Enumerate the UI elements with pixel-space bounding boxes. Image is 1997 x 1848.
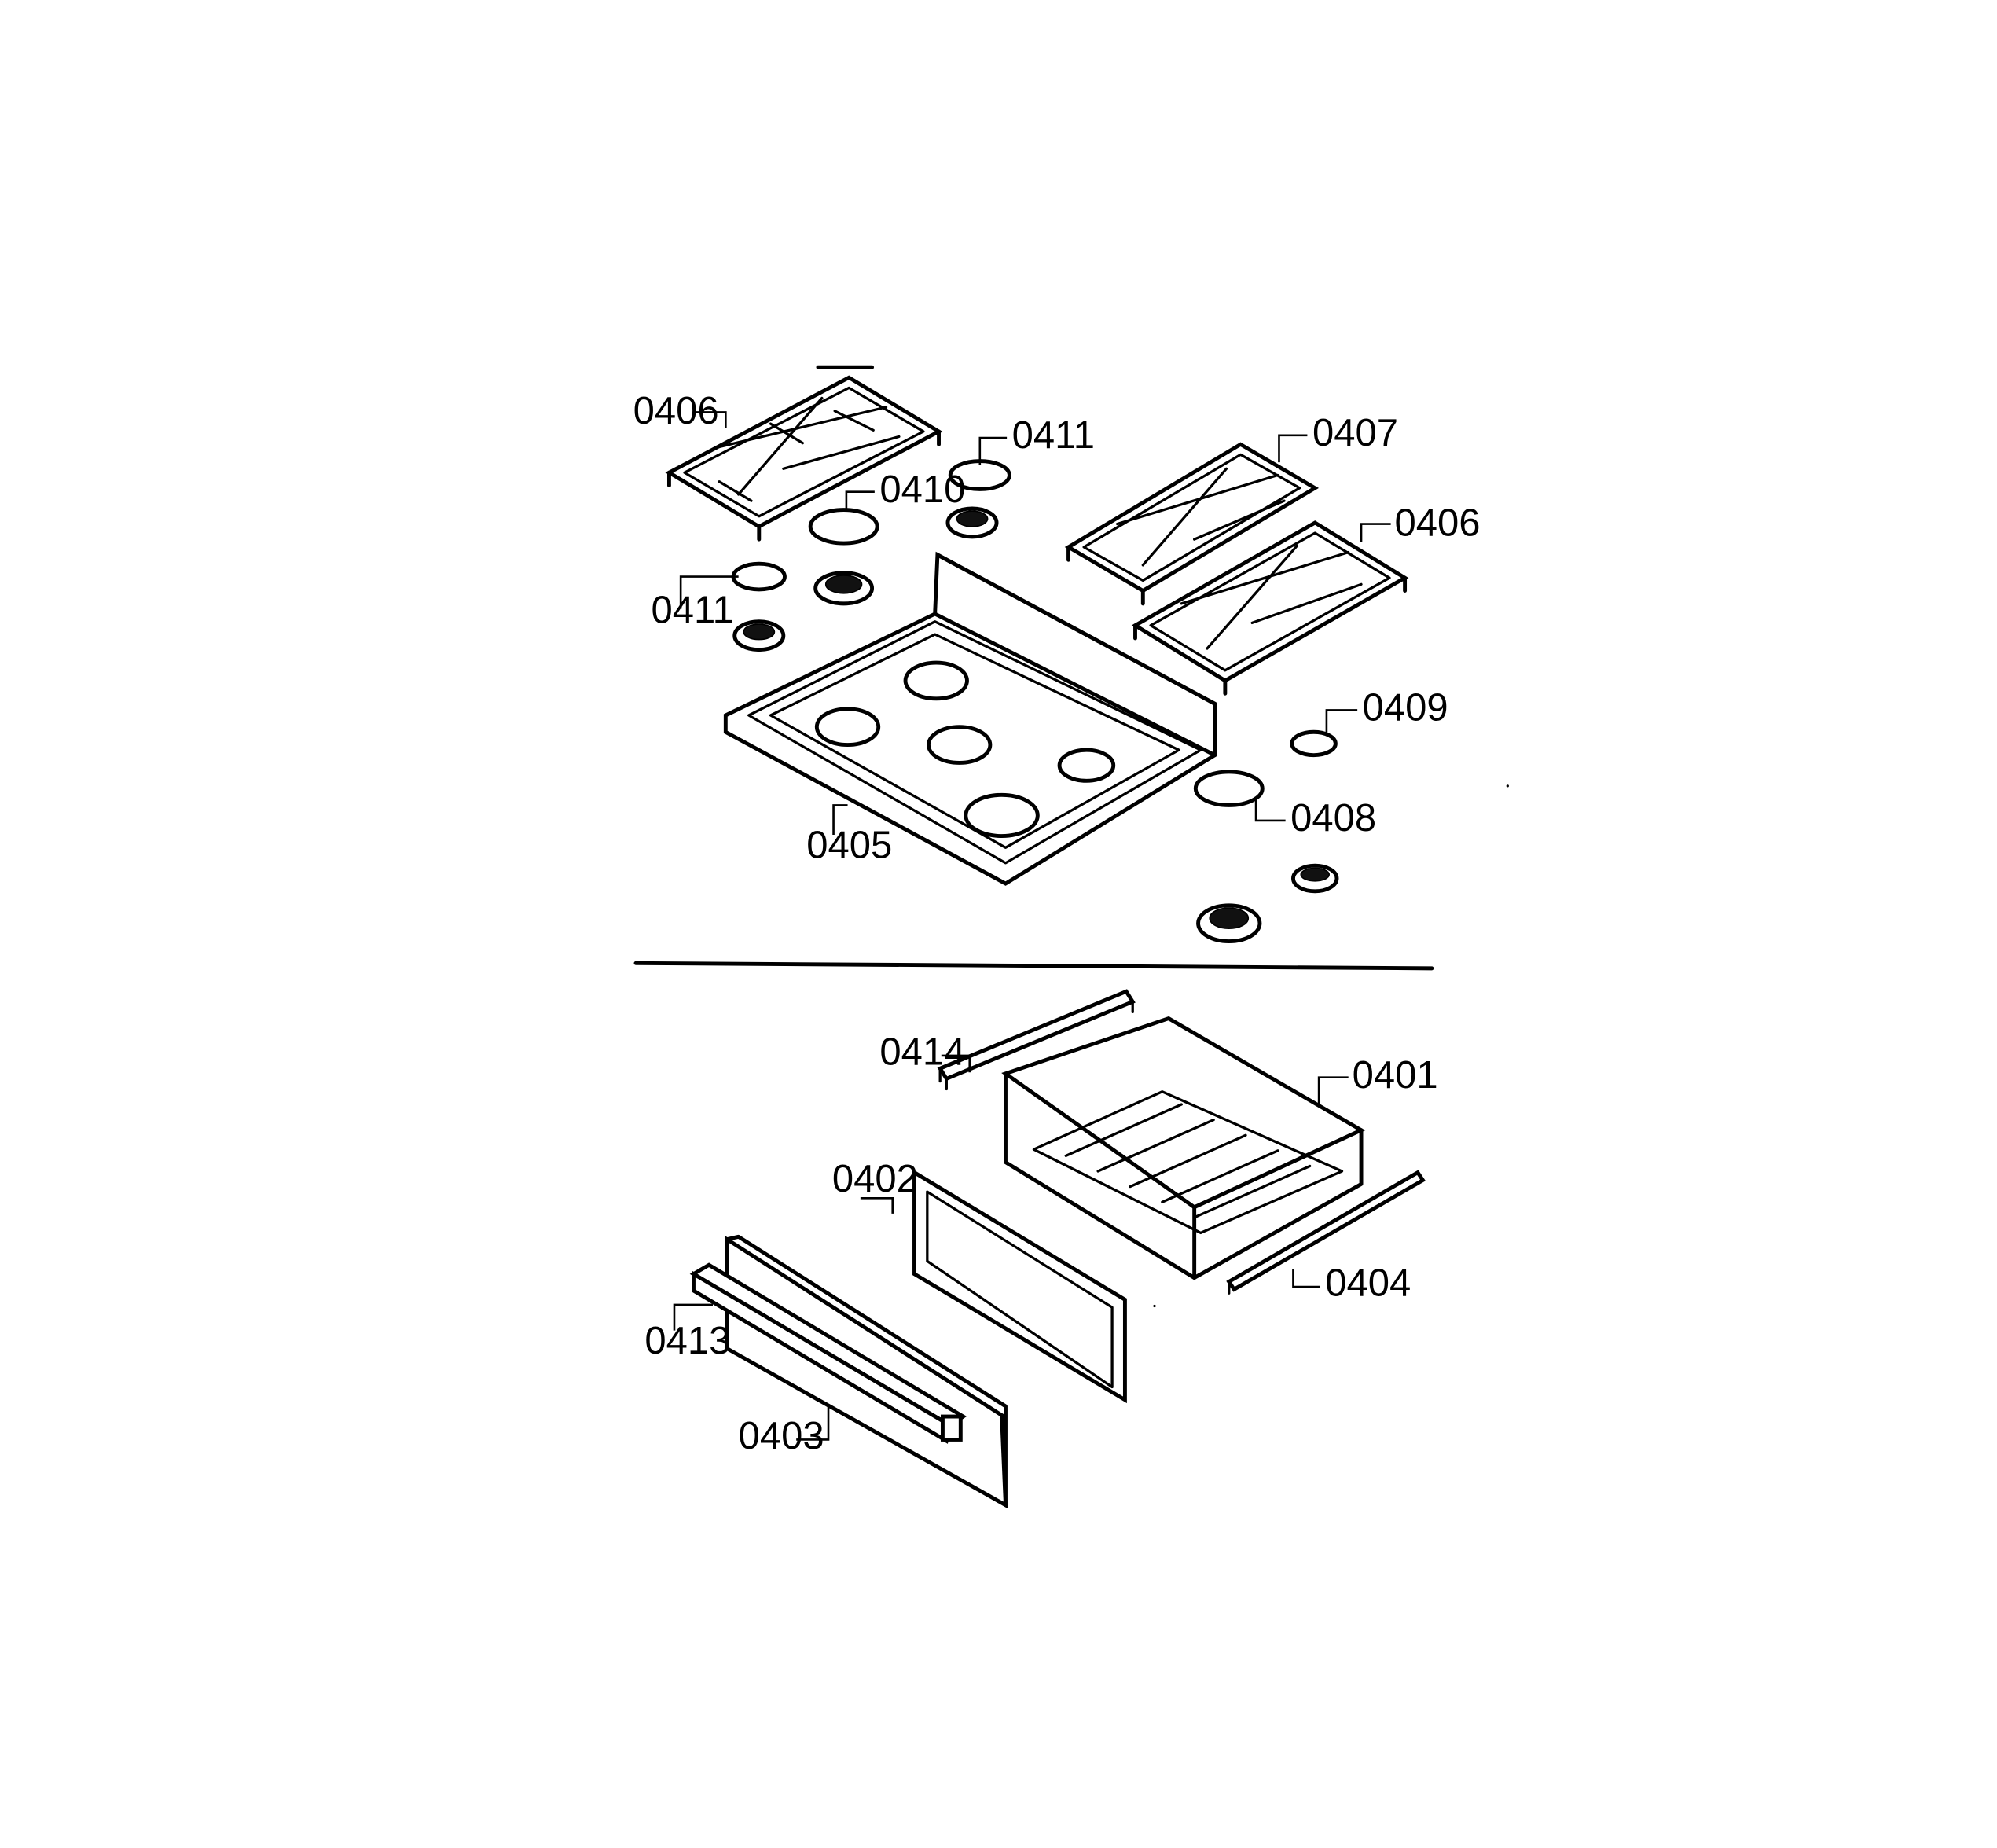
callout-0406-top-left: 0406 xyxy=(633,390,719,432)
cap-0408 xyxy=(1193,770,1265,807)
callout-0414: 0414 xyxy=(879,1031,965,1073)
callout-0406-right: 0406 xyxy=(1395,501,1481,544)
callout-0403: 0403 xyxy=(739,1415,824,1457)
callout-0404: 0404 xyxy=(1325,1262,1411,1304)
burner-base-2 xyxy=(813,571,875,606)
scan-dot xyxy=(1506,784,1509,788)
cooktop-0405 xyxy=(723,551,1217,886)
callout-0405: 0405 xyxy=(806,824,892,866)
handle-0413 xyxy=(689,1262,967,1444)
callout-0411-top: 0411 xyxy=(1012,414,1095,457)
rail-0404 xyxy=(1226,1170,1426,1295)
callout-0409: 0409 xyxy=(1363,687,1448,729)
frame-0402 xyxy=(912,1169,1127,1404)
burner-base-1 xyxy=(945,506,999,539)
callout-0411-left: 0411 xyxy=(652,589,734,631)
burner-base-5 xyxy=(1196,903,1262,944)
callout-0410: 0410 xyxy=(879,468,965,511)
burner-base-4 xyxy=(1291,863,1339,894)
cap-0409 xyxy=(1290,729,1338,758)
grate-0406-right xyxy=(1131,520,1409,696)
grate-0407 xyxy=(1064,442,1320,606)
callout-0413: 0413 xyxy=(644,1320,730,1362)
callout-0407: 0407 xyxy=(1312,412,1398,454)
section-divider xyxy=(633,961,1434,971)
cap-0410 xyxy=(808,508,879,546)
rail-0414 xyxy=(937,989,1136,1091)
callout-0402: 0402 xyxy=(832,1158,918,1200)
burner-base-3 xyxy=(732,619,786,652)
leader-lines xyxy=(673,411,1391,1441)
drawer-0401 xyxy=(1001,1016,1366,1280)
callout-0408: 0408 xyxy=(1290,797,1376,839)
scan-dot xyxy=(1153,1304,1156,1308)
grate-0406-top-left xyxy=(665,375,943,542)
callout-0401: 0401 xyxy=(1353,1054,1438,1097)
cap-0411-left xyxy=(731,561,787,592)
